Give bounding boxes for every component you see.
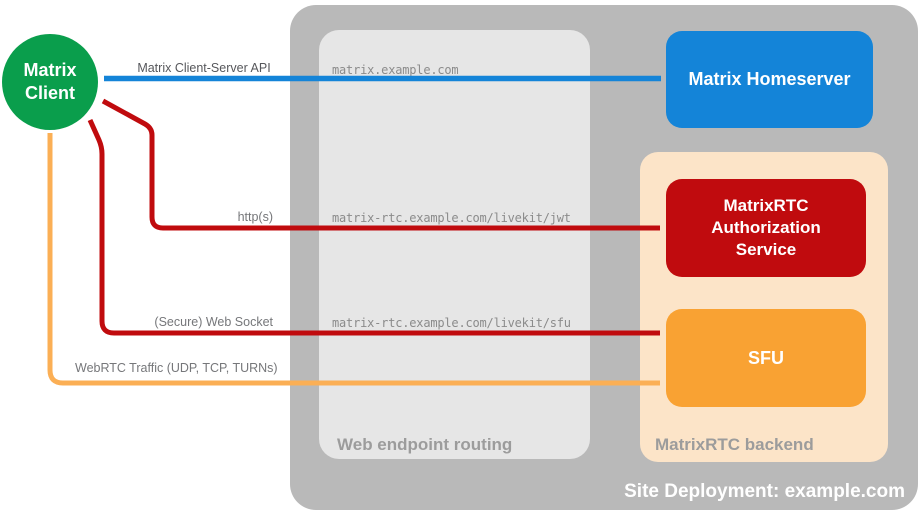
matrix-client-label-line2: Client (24, 83, 75, 103)
endpoint-livekit-sfu: matrix-rtc.example.com/livekit/sfu (332, 316, 571, 330)
endpoint-homeserver: matrix.example.com (332, 63, 459, 77)
matrix-client-node: Matrix Client (2, 34, 98, 130)
web-endpoint-routing-box (319, 30, 590, 459)
auth-service-label-line1: MatrixRTC (723, 196, 809, 215)
auth-service-label-line3: Service (735, 240, 797, 259)
matrix-client-label-line1: Matrix (23, 60, 77, 80)
matrixrtc-backend-caption: MatrixRTC backend (655, 435, 814, 454)
site-deployment-caption: Site Deployment: example.com (624, 481, 905, 502)
endpoint-livekit-jwt: matrix-rtc.example.com/livekit/jwt (332, 211, 571, 225)
matrix-homeserver-box: Matrix Homeserver (666, 31, 873, 128)
auth-service-box: MatrixRTC Authorization Service (666, 179, 866, 277)
client-server-api-label: Matrix Client-Server API (137, 61, 271, 75)
matrix-homeserver-label: Matrix Homeserver (688, 69, 851, 89)
auth-service-label-line2: Authorization (711, 218, 821, 237)
https-label: http(s) (237, 210, 273, 224)
sfu-box: SFU (666, 309, 866, 407)
web-endpoint-routing-caption: Web endpoint routing (337, 435, 513, 454)
websocket-label: (Secure) Web Socket (154, 315, 273, 329)
webrtc-label: WebRTC Traffic (UDP, TCP, TURNs) (75, 361, 278, 375)
sfu-label: SFU (748, 347, 784, 368)
